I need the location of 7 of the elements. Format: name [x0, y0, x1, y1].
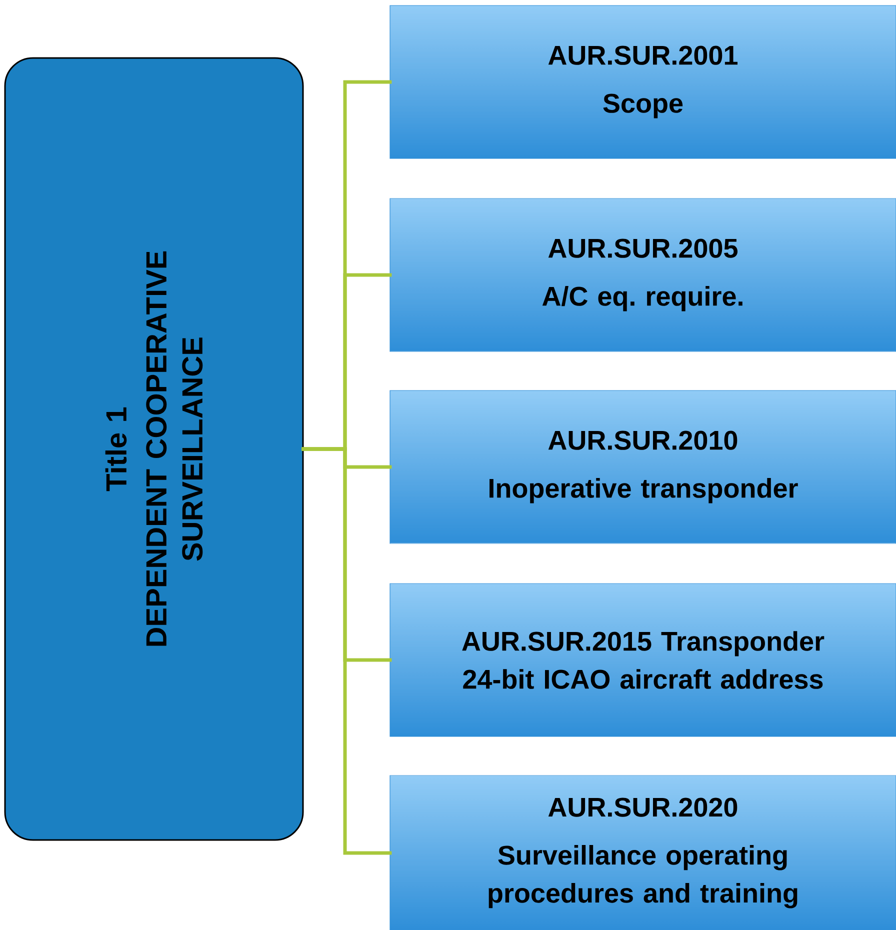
section-box: AUR.SUR.2001 Scope [390, 5, 896, 159]
section-box: AUR.SUR.2005 A/C eq. require. [390, 198, 896, 352]
connector-line [302, 447, 392, 855]
section-box: AUR.SUR.2015 Transponder 24-bit ICAO aircraft address [390, 583, 896, 737]
section-box: AUR.SUR.2020 Surveillance operating procedures and training [390, 775, 896, 930]
title-box: Title 1 DEPENDENT COOPERATIVE SURVEILLANCE [4, 57, 304, 841]
section-box: AUR.SUR.2010 Inoperative transponder [390, 390, 896, 544]
